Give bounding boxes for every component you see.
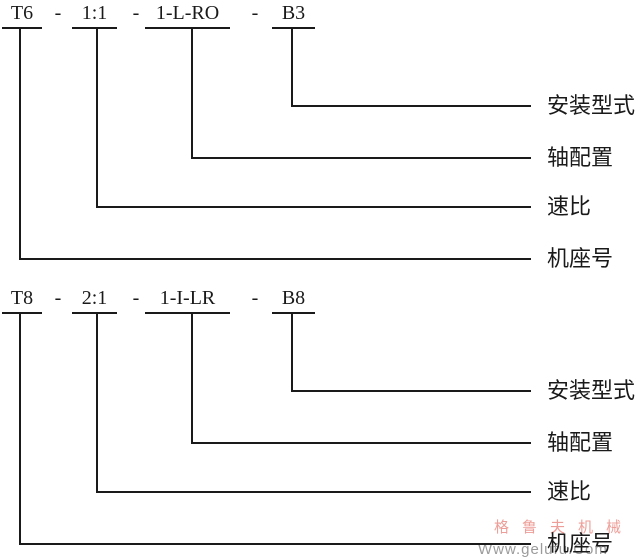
code-separator: -	[132, 2, 140, 24]
label-frame-size: 机座号	[547, 531, 614, 556]
connector-horizontal-speed-ratio	[96, 206, 531, 208]
underline-frame-size	[2, 27, 42, 29]
code-separator: -	[251, 2, 259, 24]
connector-vertical-frame-size	[19, 313, 21, 545]
connector-vertical-speed-ratio	[96, 313, 98, 493]
code-separator: -	[54, 2, 62, 24]
connector-horizontal-frame-size	[19, 543, 531, 545]
connector-vertical-shaft-configuration	[191, 313, 193, 444]
code-separator: -	[251, 287, 259, 309]
model-designation-diagram-2: T8 - 2:1 - 1-I-LR - B8 安装型式 轴配置 速比 机座号	[0, 285, 641, 560]
connector-horizontal-mounting-type	[291, 390, 531, 392]
underline-speed-ratio	[72, 312, 117, 314]
underline-mounting-type	[272, 27, 315, 29]
code-speed-ratio: 1:1	[81, 2, 108, 24]
watermark-url-text: Www.gelufu.Com	[478, 541, 608, 558]
label-frame-size: 机座号	[547, 246, 614, 271]
code-frame-size: T6	[10, 2, 34, 24]
label-speed-ratio: 速比	[547, 479, 592, 504]
connector-vertical-speed-ratio	[96, 28, 98, 208]
label-mounting-type: 安装型式	[547, 378, 636, 403]
connector-horizontal-speed-ratio	[96, 491, 531, 493]
code-mounting-type: B8	[281, 287, 306, 309]
code-separator: -	[54, 287, 62, 309]
label-mounting-type: 安装型式	[547, 93, 636, 118]
code-speed-ratio: 2:1	[81, 287, 108, 309]
label-shaft-configuration: 轴配置	[547, 145, 614, 170]
code-shaft-configuration: 1-L-RO	[155, 2, 220, 24]
connector-vertical-mounting-type	[291, 313, 293, 392]
connector-horizontal-shaft-configuration	[191, 442, 531, 444]
code-frame-size: T8	[10, 287, 34, 309]
underline-mounting-type	[272, 312, 315, 314]
code-separator: -	[132, 287, 140, 309]
underline-shaft-configuration	[145, 27, 230, 29]
connector-vertical-shaft-configuration	[191, 28, 193, 159]
underline-speed-ratio	[72, 27, 117, 29]
connector-horizontal-shaft-configuration	[191, 157, 531, 159]
code-shaft-configuration: 1-I-LR	[159, 287, 216, 309]
connector-horizontal-frame-size	[19, 258, 531, 260]
underline-frame-size	[2, 312, 42, 314]
connector-vertical-frame-size	[19, 28, 21, 260]
label-shaft-configuration: 轴配置	[547, 430, 614, 455]
label-speed-ratio: 速比	[547, 194, 592, 219]
underline-shaft-configuration	[145, 312, 230, 314]
code-mounting-type: B3	[281, 2, 306, 24]
watermark-brand-text: 格鲁夫机械	[494, 520, 635, 536]
model-designation-diagram-1: T6 - 1:1 - 1-L-RO - B3 安装型式 轴配置 速比 机座号	[2, 2, 636, 271]
connector-vertical-mounting-type	[291, 28, 293, 107]
connector-horizontal-mounting-type	[291, 105, 531, 107]
